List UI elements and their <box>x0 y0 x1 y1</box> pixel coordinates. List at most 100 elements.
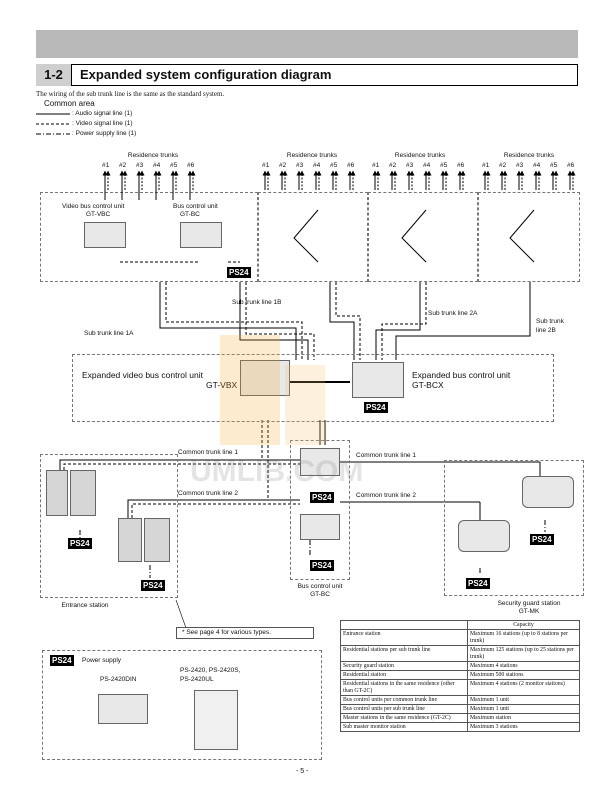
trunk-number: #6 <box>187 162 195 169</box>
trunk-number: #5 <box>330 162 338 169</box>
section-title: Expanded system configuration diagram <box>80 67 332 82</box>
legend-power: : Power supply line (1) <box>72 130 137 137</box>
trunk-number: #1 <box>482 162 490 169</box>
ps24-badge: PS24 <box>68 538 92 549</box>
note-box <box>176 627 314 639</box>
trunk-number: #4 <box>533 162 541 169</box>
trunk-number: #2 <box>389 162 397 169</box>
sub-trunk-1b-label: Sub trunk line 1B <box>232 299 282 306</box>
din-power-supply-device <box>98 694 148 724</box>
trunk-number: #6 <box>457 162 465 169</box>
legend-audio: : Audio signal line (1) <box>72 110 133 117</box>
power-model-line2: PS-2420UL <box>180 676 214 683</box>
header-bar <box>36 30 578 58</box>
residence-trunks-label: Residence trunks <box>394 152 446 159</box>
watermark-text: UMLIB.COM <box>190 455 364 488</box>
table-cell: Maximum 1 unit <box>467 695 580 705</box>
table-cell: Maximum station <box>467 713 580 723</box>
sub-trunk-2b-label-1: Sub trunk <box>536 318 564 325</box>
ps24-badge: PS24 <box>310 492 334 503</box>
table-row: Master stations in the same residence (G… <box>340 713 580 723</box>
table-cell: Residential station <box>340 670 468 680</box>
gt-vbx-title: Expanded video bus control unit <box>82 370 203 380</box>
trunk-number: #3 <box>136 162 144 169</box>
intro-text: The wiring of the sub trunk line is the … <box>36 90 225 98</box>
power-supply-box <box>42 650 322 760</box>
gt-vbc-title: Video bus control unit <box>62 203 125 210</box>
note-text: * See page 4 for various types. <box>182 629 271 636</box>
bottom-bc-model: GT-BC <box>310 591 330 598</box>
gt-bcx-model: GT-BCX <box>412 380 444 390</box>
legend-title: Common area <box>44 99 95 108</box>
gt-vbc-model: GT-VBC <box>86 211 111 218</box>
guard-phone <box>458 520 510 552</box>
table-cell: Maximum 3 stations <box>467 722 580 732</box>
guard-station-model: GT-MK <box>518 608 540 615</box>
gt-bcx-device <box>352 362 404 398</box>
residence-trunks-label: Residence trunks <box>503 152 555 159</box>
ps24-badge: PS24 <box>530 534 554 545</box>
residence-trunks-label: Residence trunks <box>127 152 179 159</box>
trunk-number: #1 <box>102 162 110 169</box>
ps24-badge: PS24 <box>141 580 165 591</box>
table-cell: Maximum 16 stations (up to 8 stations pe… <box>467 629 580 646</box>
table-cell: Maximum 1 unit <box>467 704 580 714</box>
table-header-blank <box>340 620 468 630</box>
residence-area-3 <box>368 192 478 282</box>
trunk-number: #5 <box>170 162 178 169</box>
trunk-number: #3 <box>296 162 304 169</box>
trunk-number: #4 <box>153 162 161 169</box>
residence-area-2 <box>258 192 368 282</box>
trunk-number: #6 <box>567 162 575 169</box>
common-trunk-2-label: Common trunk line 2 <box>356 492 416 499</box>
page-number: - 5 - <box>296 768 309 775</box>
table-cell: Residential stations in the same residen… <box>340 679 468 696</box>
power-model-line1: PS-2420, PS-2420S, <box>180 667 241 674</box>
legend-video: : Video signal line (1) <box>72 120 133 127</box>
ps24-badge: PS24 <box>364 402 388 413</box>
table-cell: Entrance station <box>340 629 468 646</box>
bottom-bc-title: Bus control unit <box>297 583 343 590</box>
trunk-number: #5 <box>440 162 448 169</box>
gt-bcx-title: Expanded bus control unit <box>412 370 511 380</box>
entrance-keypad-panel <box>70 470 96 516</box>
wall-power-supply-device <box>194 690 238 750</box>
guard-phone <box>522 476 574 508</box>
entrance-camera-panel <box>46 470 68 516</box>
trunk-number: #4 <box>313 162 321 169</box>
bus-control-area-box <box>290 440 350 580</box>
legend-line-samples <box>36 113 70 135</box>
power-supply-title: Power supply <box>82 657 122 664</box>
trunk-number: #4 <box>423 162 431 169</box>
trunk-number: #1 <box>372 162 380 169</box>
table-cell: Sub master monitor station <box>340 722 468 732</box>
trunk-number: #5 <box>550 162 558 169</box>
table-row: Residential stations in the same residen… <box>340 679 580 696</box>
trunk-number: #6 <box>347 162 355 169</box>
ps24-badge: PS24 <box>227 267 251 278</box>
entrance-keypad-panel <box>144 518 170 562</box>
trunk-number: #2 <box>279 162 287 169</box>
power-model-din: PS-2420DIN <box>100 676 137 683</box>
entrance-area-box <box>40 454 178 598</box>
table-cell: Maximum 4 stations (2 monitor stations) <box>467 679 580 696</box>
ps24-badge: PS24 <box>310 560 334 571</box>
sub-trunk-2b-label-2: line 2B <box>536 327 556 334</box>
common-trunk-1-label: Common trunk line 1 <box>356 452 416 459</box>
residence-area-4 <box>478 192 580 282</box>
table-cell: Residential stations per sub trunk line <box>340 645 468 662</box>
trunk-number: #3 <box>406 162 414 169</box>
sub-trunk-1a-label: Sub trunk line 1A <box>84 330 134 337</box>
gt-bc-model: GT-BC <box>180 211 200 218</box>
trunk-number: #2 <box>119 162 127 169</box>
ps24-badge: PS24 <box>466 578 490 589</box>
table-cell: Maximum 125 stations (up to 25 stations … <box>467 645 580 662</box>
gt-vbc-device <box>84 222 126 248</box>
trunk-number: #1 <box>262 162 270 169</box>
